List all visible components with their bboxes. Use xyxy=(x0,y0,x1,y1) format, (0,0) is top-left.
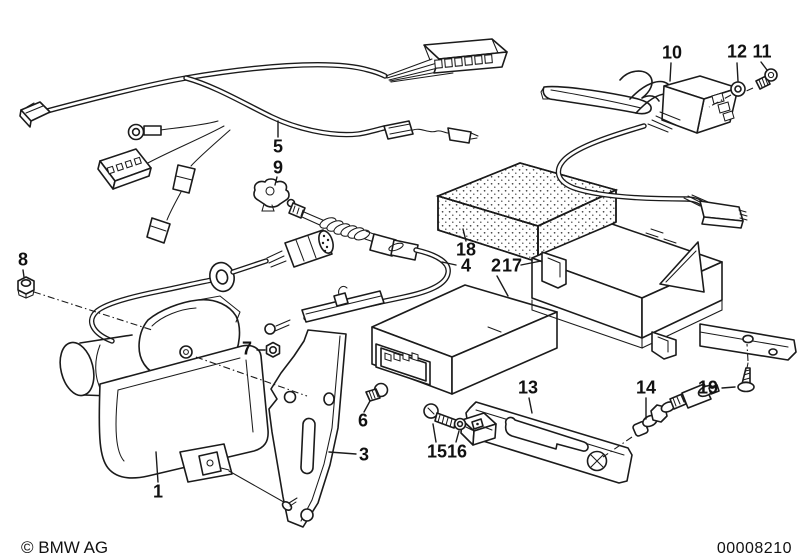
callout-10: 10 xyxy=(661,42,683,63)
callout-5: 5 xyxy=(272,136,284,157)
hex-bolt-6 xyxy=(365,382,389,402)
screw-15 xyxy=(423,403,457,429)
leader-lines xyxy=(22,61,768,483)
hex-nut-8 xyxy=(17,276,35,299)
callout-14: 14 xyxy=(635,377,657,398)
hex-nut-7 xyxy=(265,341,281,358)
callout-6: 6 xyxy=(357,410,369,431)
wiring-harness xyxy=(33,58,454,138)
callout-12: 12 xyxy=(726,41,748,62)
control-unit-holder xyxy=(531,223,797,361)
retaining-clip xyxy=(253,178,290,212)
callout-15: 15 xyxy=(426,441,448,462)
tapping-screw-19 xyxy=(737,343,755,393)
callout-19: 19 xyxy=(697,377,719,398)
callout-11: 11 xyxy=(752,41,772,62)
callout-3: 3 xyxy=(358,444,370,465)
harness-connector-4pin xyxy=(97,125,225,190)
callout-16: 16 xyxy=(446,441,468,462)
harness-connector-main xyxy=(423,38,508,74)
callout-1: 1 xyxy=(152,481,164,502)
callout-2: 2 xyxy=(490,255,502,276)
inline-connector xyxy=(146,129,231,244)
copyright-notice: © BMW AG xyxy=(21,538,109,557)
actuator xyxy=(59,295,290,506)
document-number: 00008210 xyxy=(716,540,792,557)
harness-connector-left xyxy=(19,101,51,128)
strap-bracket xyxy=(460,401,633,484)
ring-terminal xyxy=(127,120,219,141)
foam-pad xyxy=(435,162,619,264)
stop-switch xyxy=(602,383,720,458)
callout-17: 17 xyxy=(501,255,523,276)
stalk-cable-connector xyxy=(683,194,748,229)
bowden-cable xyxy=(264,198,451,335)
washer-16 xyxy=(453,417,473,431)
alignment-lines xyxy=(33,291,308,397)
callout-18: 18 xyxy=(455,239,477,260)
spade-terminal xyxy=(383,120,479,144)
callout-4: 4 xyxy=(460,255,472,276)
callout-9: 9 xyxy=(272,157,284,178)
control-unit xyxy=(371,284,558,395)
callout-13: 13 xyxy=(517,377,539,398)
mounting-bracket xyxy=(268,329,347,528)
washer-12 xyxy=(730,81,746,97)
screw-11 xyxy=(708,68,778,108)
stalk-switch xyxy=(540,70,739,209)
actuator-cable xyxy=(89,229,334,344)
callout-8: 8 xyxy=(17,249,29,270)
callout-7: 7 xyxy=(241,338,253,359)
